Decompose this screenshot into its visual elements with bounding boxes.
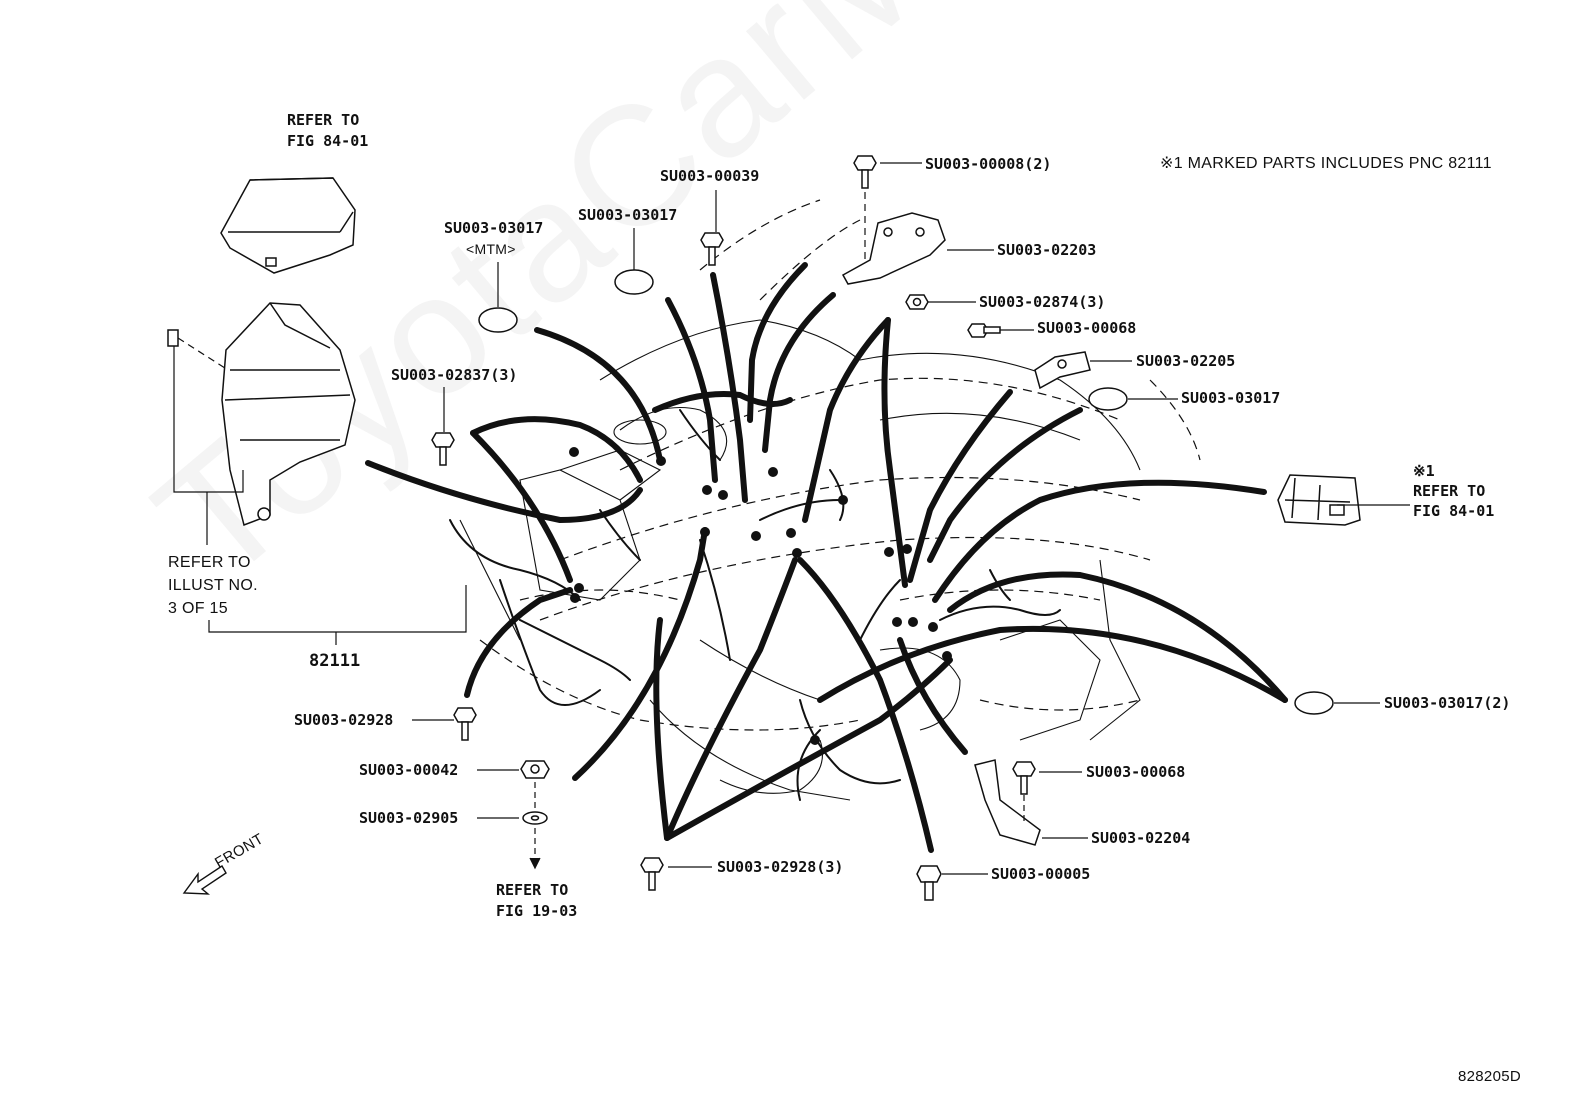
- callout-su003-00068-bottom: SU003-00068: [1086, 763, 1186, 781]
- callout-su003-00042: SU003-00042: [359, 761, 459, 779]
- callout-su003-02928-bottom: SU003-02928(3): [717, 858, 844, 876]
- wire-branches: [449, 409, 1061, 801]
- washer-su003-02905: [522, 811, 548, 825]
- callout-su003-00039: SU003-00039: [660, 167, 760, 185]
- refer-fig-84-01-top: REFER TO FIG 84-01: [287, 111, 369, 150]
- bolt-su003-00068-bottom: [1012, 761, 1036, 795]
- callout-su003-00005: SU003-00005: [991, 865, 1091, 883]
- wire-harness: [365, 262, 1288, 853]
- callout-su003-02205: SU003-02205: [1136, 352, 1236, 370]
- nuts-and-grommets: [478, 269, 1334, 825]
- brackets: [841, 212, 1091, 846]
- callout-su003-02905: SU003-02905: [359, 809, 459, 827]
- callout-mtm-sub: <MTM>: [466, 241, 516, 257]
- callout-su003-03017-b: SU003-03017: [1181, 389, 1281, 407]
- engine-bay-outline: [479, 199, 1201, 731]
- grommet-su003-03017-a: [614, 269, 654, 295]
- bolt-su003-00039: [700, 232, 724, 266]
- nut-su003-02874: [905, 294, 929, 310]
- grommet-su003-03017-b: [1088, 387, 1128, 411]
- bolt-su003-00068-top: [967, 323, 1001, 338]
- clip-points: [569, 447, 952, 745]
- callout-su003-02928-left: SU003-02928: [294, 711, 394, 729]
- bolts: [431, 155, 1036, 901]
- bolt-su003-00005: [916, 865, 942, 901]
- bolt-su003-00008: [853, 155, 877, 189]
- callout-su003-02204: SU003-02204: [1091, 829, 1191, 847]
- callout-su003-03017-a: SU003-03017: [578, 206, 678, 224]
- callout-su003-00008: SU003-00008(2): [925, 155, 1052, 173]
- marked-parts-note: ※1 MARKED PARTS INCLUDES PNC 82111: [1160, 155, 1492, 172]
- main-part-number: 82111: [309, 651, 361, 671]
- callout-su003-03017-2: SU003-03017(2): [1384, 694, 1511, 712]
- relay-leaders: [173, 337, 467, 645]
- relay-block-drawing: [167, 302, 356, 527]
- grommet-su003-03017-mtm: [478, 307, 518, 333]
- bolt-su003-02928-bottom: [640, 857, 664, 891]
- callout-su003-02837: SU003-02837(3): [391, 366, 518, 384]
- refer-illust-3-of-15: REFER TO ILLUST NO. 3 OF 15: [168, 554, 258, 617]
- grommet-su003-03017-2: [1294, 691, 1334, 715]
- nut-su003-00042: [520, 760, 550, 779]
- figure-id: 828205D: [1458, 1068, 1521, 1085]
- front-arrow-icon: [182, 865, 227, 895]
- callout-su003-00068-top: SU003-00068: [1037, 319, 1137, 337]
- refer-fig-19-03: REFER TO FIG 19-03: [496, 881, 578, 920]
- bolt-su003-02928-left: [453, 707, 477, 741]
- callout-su003-02203: SU003-02203: [997, 241, 1097, 259]
- refer-fig-84-01-right: ※1 REFER TO FIG 84-01: [1413, 462, 1495, 520]
- bolt-su003-02837: [431, 432, 455, 466]
- callout-su003-03017-mtm: SU003-03017: [444, 219, 544, 237]
- ecu-box-drawing: [220, 177, 356, 274]
- right-module-drawing: [1277, 474, 1361, 526]
- callout-su003-02874: SU003-02874(3): [979, 293, 1106, 311]
- callout-leaders: [412, 162, 1410, 875]
